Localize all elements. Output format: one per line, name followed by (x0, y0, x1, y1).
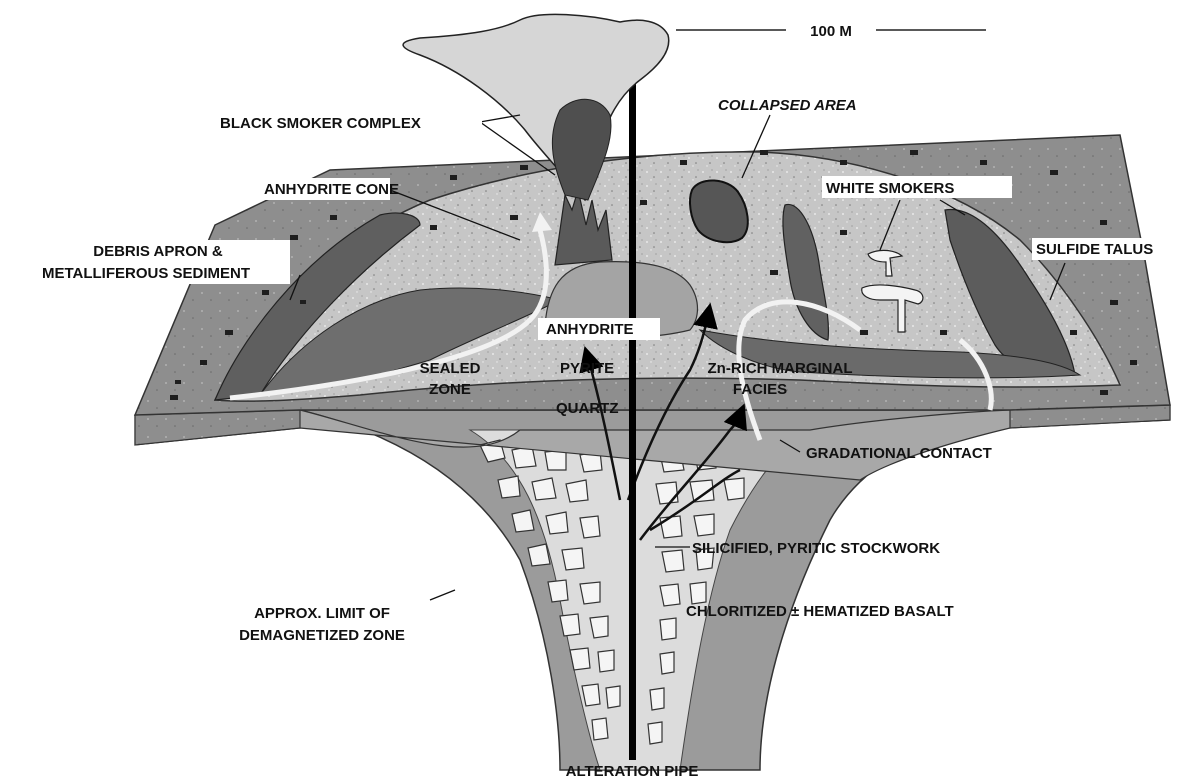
label-zn-rich-line1: Zn-RICH MARGINAL (708, 360, 853, 377)
label-black-smoker-complex: BLACK SMOKER COMPLEX (220, 115, 421, 132)
label-sealed-zone-line1: SEALED (420, 360, 481, 377)
label-white-smokers: WHITE SMOKERS (826, 180, 954, 197)
label-zn-rich-line2: FACIES (733, 381, 787, 398)
label-anhydrite: ANHYDRITE (546, 321, 634, 338)
label-basalt: CHLORITIZED ± HEMATIZED BASALT (686, 603, 954, 620)
label-collapsed-area: COLLAPSED AREA (718, 97, 857, 114)
label-gradational-contact: GRADATIONAL CONTACT (806, 445, 992, 462)
label-stockwork: SILICIFIED, PYRITIC STOCKWORK (692, 540, 940, 557)
label-sulfide-talus: SULFIDE TALUS (1036, 241, 1153, 258)
label-anhydrite-cone: ANHYDRITE CONE (264, 181, 399, 198)
scale-bar: 100 M (676, 23, 986, 40)
label-debris-apron-line1: DEBRIS APRON & (93, 243, 223, 260)
label-pyrite: PYRITE (560, 360, 614, 377)
seafloor-front-left (135, 410, 300, 445)
label-quartz: QUARTZ (556, 400, 619, 417)
label-debris-apron-line2: METALLIFEROUS SEDIMENT (42, 265, 250, 282)
label-demag-line1: APPROX. LIMIT OF (254, 605, 390, 622)
label-demag-line2: DEMAGNETIZED ZONE (239, 627, 405, 644)
scale-bar-label: 100 M (810, 23, 852, 40)
label-alteration-pipe: ALTERATION PIPE (566, 763, 699, 780)
label-sealed-zone-line2: ZONE (429, 381, 471, 398)
